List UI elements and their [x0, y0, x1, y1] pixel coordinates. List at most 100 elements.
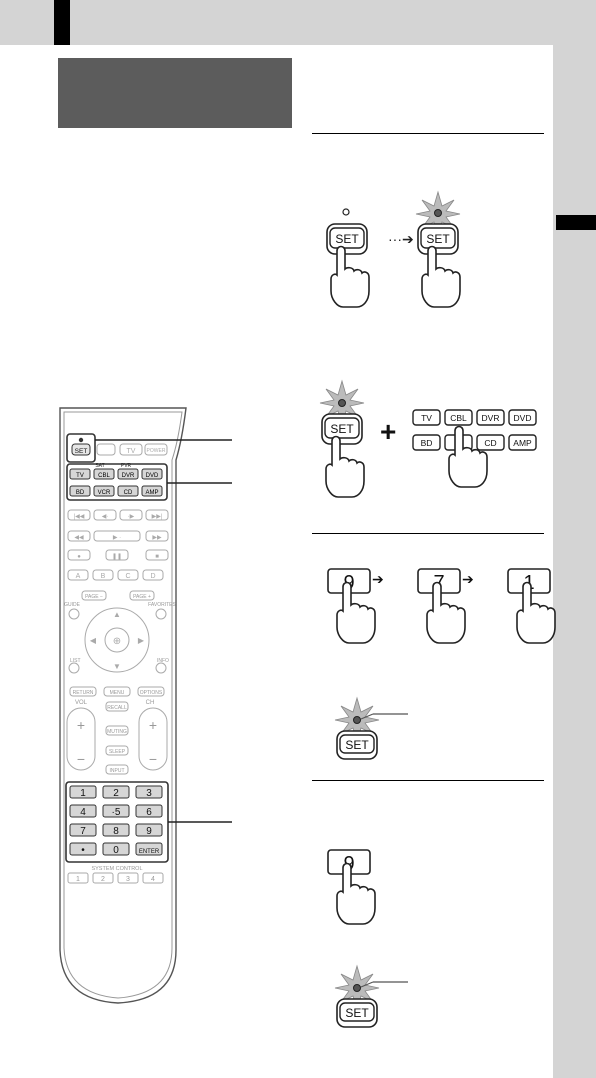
remote-options-button[interactable] — [137, 686, 165, 697]
remote-numpad-key[interactable] — [69, 785, 97, 799]
remote-set-highlight — [66, 433, 96, 463]
remote-numpad-key[interactable] — [135, 785, 163, 799]
remote-recall-button[interactable] — [105, 701, 129, 712]
remote-device-tv[interactable] — [69, 468, 91, 480]
remote-numpad-key[interactable] — [135, 842, 163, 856]
step1-set-button-lit[interactable] — [420, 227, 456, 249]
remote-pvr-label: PVR — [121, 463, 132, 469]
remote-device-cbl-label: CBL — [98, 473, 110, 479]
remote-device-bd[interactable] — [69, 485, 91, 497]
remote-set-button[interactable] — [71, 443, 91, 456]
remote-numpad-key[interactable] — [69, 804, 97, 818]
remote-ch-label: CH — [146, 700, 155, 706]
remote-numpad-key[interactable] — [69, 842, 97, 856]
svg-text:▶ ·: ▶ · — [113, 535, 121, 541]
step3-led-on — [353, 716, 361, 724]
remote-device-amp-label: AMP — [145, 490, 158, 496]
step2-device-button[interactable] — [508, 434, 537, 451]
remote-system-control-1[interactable] — [67, 872, 89, 884]
remote-recall-label: RECALL — [107, 705, 127, 711]
step2-device-button[interactable] — [412, 434, 441, 451]
remote-device-cbl[interactable] — [93, 468, 115, 480]
remote-numpad-key[interactable] — [102, 842, 130, 856]
step1-set-button[interactable] — [329, 227, 365, 249]
remote-device-buttons: TV CBL DVR DVD BD VCR CD AMP — [69, 468, 163, 497]
remote-button-b[interactable] — [92, 569, 114, 581]
remote-system-control-1-label: 1 — [76, 876, 80, 883]
remote-numpad-key-label: • — [81, 845, 85, 856]
remote-return-label: RETURN — [73, 690, 94, 696]
remote-muting-button[interactable] — [105, 725, 129, 736]
remote-page-minus[interactable] — [81, 590, 107, 601]
remote-button-d[interactable] — [142, 569, 164, 581]
remote-favorites-label: FAVORITES — [148, 602, 176, 608]
remote-tv-button[interactable] — [119, 443, 143, 456]
remote-page-plus[interactable] — [129, 590, 155, 601]
remote-dpad-center[interactable] — [104, 627, 130, 653]
remote-system-control-3[interactable] — [117, 872, 139, 884]
remote-muting-label: MUTING — [107, 729, 127, 735]
remote-button-d-label: D — [150, 573, 155, 580]
step2-device-button[interactable] — [444, 409, 473, 426]
remote-device-dvr[interactable] — [117, 468, 139, 480]
remote-numpad-key-label: 8 — [113, 826, 119, 837]
step2-device-button[interactable] — [476, 434, 505, 451]
remote-input-button[interactable] — [105, 764, 129, 775]
remote-numpad-key[interactable] — [135, 823, 163, 837]
remote-numpad-key[interactable] — [102, 804, 130, 818]
remote-button-a[interactable] — [67, 569, 89, 581]
remote-guide-label: GUIDE — [64, 602, 81, 608]
remote-device-cd[interactable] — [117, 485, 139, 497]
remote-channel-rocker[interactable] — [138, 707, 168, 771]
remote-menu-button[interactable] — [103, 686, 131, 697]
remote-button-c[interactable] — [117, 569, 139, 581]
remote-numpad-key[interactable] — [135, 804, 163, 818]
remote-guide-button[interactable] — [68, 608, 80, 620]
remote-options-label: OPTIONS — [140, 690, 163, 696]
remote-sleep-button[interactable] — [105, 745, 129, 756]
step2-device-label: BD — [421, 438, 433, 448]
step3-arrow-icon-2: ➔ — [462, 571, 474, 587]
step3-set-button[interactable] — [339, 734, 375, 754]
remote-system-control-buttons: 1 2 3 4 — [67, 872, 164, 884]
remote-info-button[interactable] — [155, 662, 167, 674]
step2-device-label: CBL — [450, 413, 467, 423]
remote-system-control-2[interactable] — [92, 872, 114, 884]
remote-transport-buttons — [67, 509, 169, 561]
remote-list-button[interactable] — [68, 662, 80, 674]
step2-device-button[interactable] — [412, 409, 441, 426]
step4-set-button[interactable] — [339, 1002, 375, 1022]
remote-device-dvd-label: DVD — [146, 473, 159, 479]
remote-device-dvd[interactable] — [141, 468, 163, 480]
remote-sat-label: SAT — [95, 463, 104, 469]
svg-text:·▶: ·▶ — [128, 514, 135, 520]
remote-favorites-button[interactable] — [155, 608, 167, 620]
remote-input-label: INPUT — [110, 768, 125, 774]
remote-device-vcr[interactable] — [93, 485, 115, 497]
svg-text:❚❚: ❚❚ — [112, 553, 122, 560]
step1-led-off — [342, 208, 350, 216]
remote-transport-glyphs: |◀◀◀··▶▶▶| ◀◀▶ ·▶▶ ●❚❚■ — [74, 514, 163, 560]
remote-return-button[interactable] — [69, 686, 97, 697]
remote-device-amp[interactable] — [141, 485, 163, 497]
step2-device-button[interactable] — [508, 409, 537, 426]
step1-led-on — [434, 209, 442, 217]
remote-numpad-key[interactable] — [69, 823, 97, 837]
step2-device-button[interactable] — [476, 409, 505, 426]
remote-menu-label: MENU — [110, 690, 125, 696]
remote-system-control-4[interactable] — [142, 872, 164, 884]
remote-numpad-key[interactable] — [102, 785, 130, 799]
remote-numpad-key[interactable] — [102, 823, 130, 837]
step1-arrow-icon: ···➔ — [388, 231, 414, 247]
remote-eject-button[interactable] — [96, 443, 116, 456]
remote-power-button[interactable] — [144, 443, 168, 456]
step3-number-keys: 971 — [327, 568, 556, 644]
svg-text:◀·: ◀· — [102, 514, 109, 520]
step2-set-button[interactable] — [324, 417, 360, 439]
remote-system-control-label: SYSTEM CONTROL — [91, 866, 142, 872]
remote-volume-rocker[interactable] — [66, 707, 96, 771]
step-divider-3 — [312, 780, 544, 781]
remote-page-plus-label: PAGE + — [133, 594, 151, 600]
